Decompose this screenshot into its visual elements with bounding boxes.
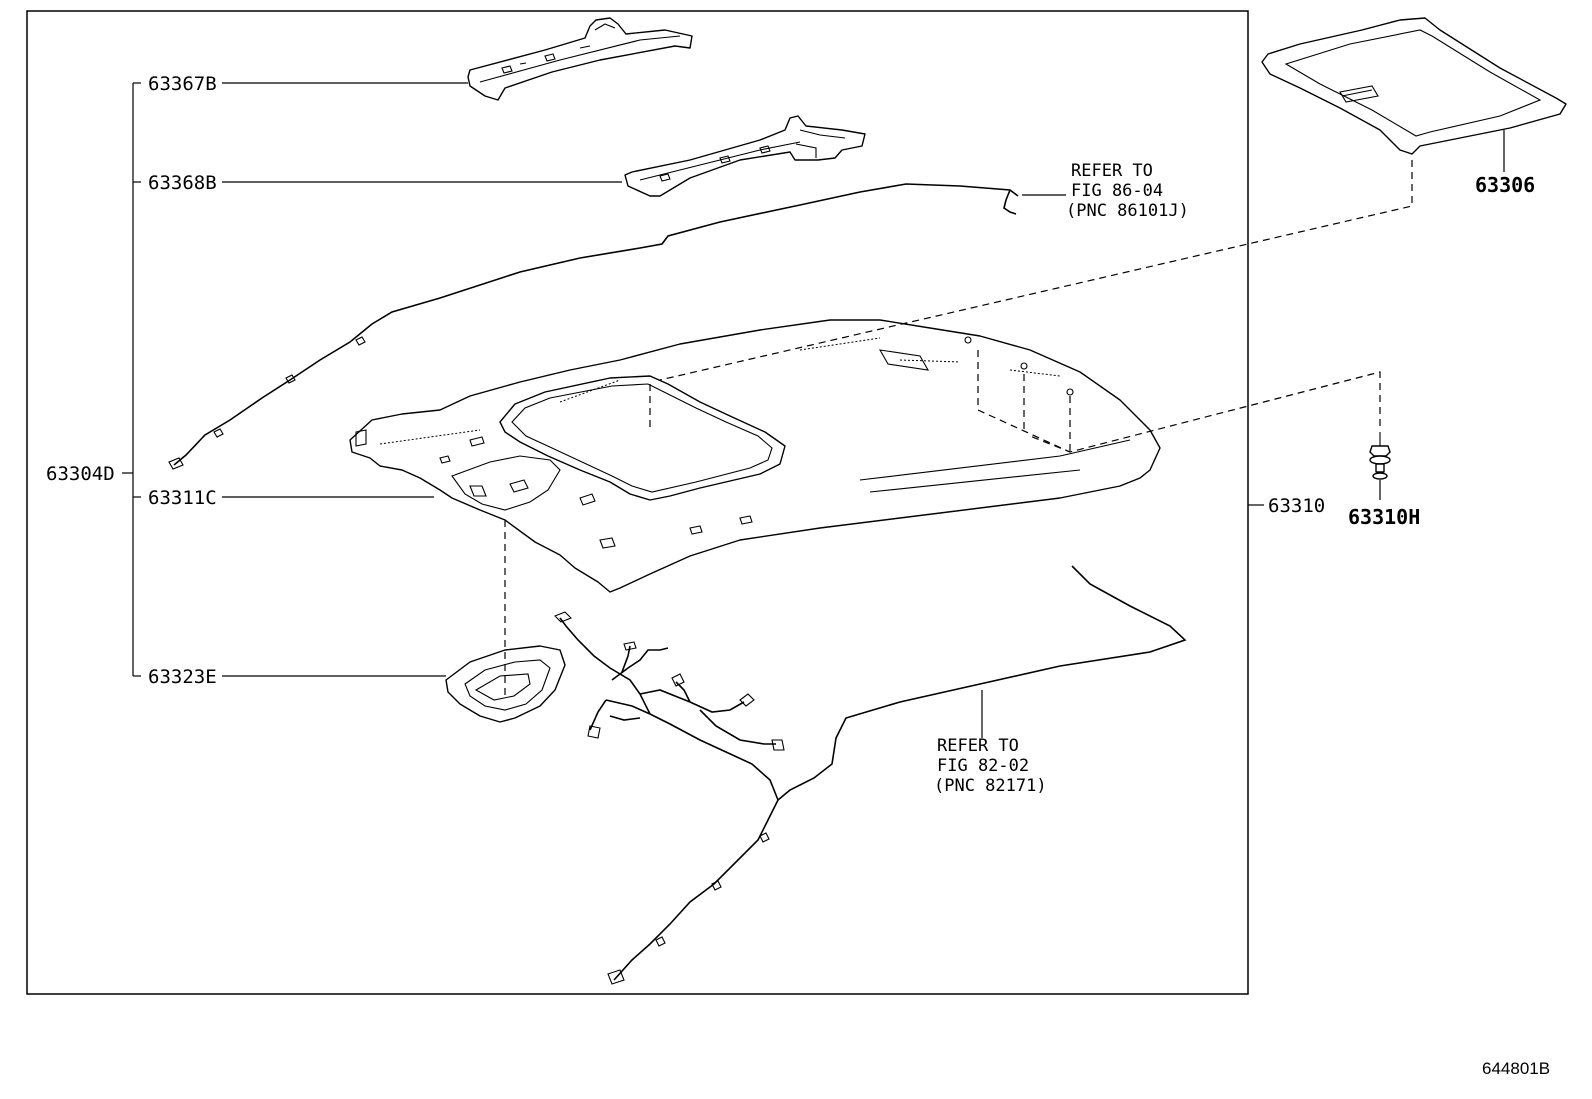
part-63367B-bracket — [467, 17, 693, 101]
group-bracket-63304D — [122, 82, 141, 677]
label-63368B: 63368B — [148, 172, 217, 194]
label-63306: 63306 — [1475, 173, 1535, 197]
reference-upper-line1: REFER TO — [1071, 161, 1153, 181]
install-line-clip — [1029, 371, 1381, 453]
label-63304D: 63304D — [46, 463, 115, 485]
label-63311C: 63311C — [148, 487, 217, 509]
wire-harness-upper — [168, 183, 1019, 470]
reference-upper-line3: (PNC 86101J) — [1066, 201, 1189, 221]
reference-upper-line2: FIG 86-04 — [1071, 181, 1163, 201]
reference-note-lower: REFER TO FIG 82-02 (PNC 82171) — [934, 736, 1047, 796]
reference-lower-line2: FIG 82-02 — [937, 756, 1029, 776]
part-63310H-clip — [1369, 432, 1391, 480]
diagram-frame — [26, 10, 1249, 995]
label-63310H: 63310H — [1348, 505, 1420, 529]
label-63367B: 63367B — [148, 73, 217, 95]
install-line-shade — [659, 160, 1413, 381]
reference-lower-line3: (PNC 82171) — [934, 776, 1047, 796]
figure-id: 644801B — [1482, 1059, 1550, 1078]
part-63368B-bracket — [624, 115, 866, 197]
label-63323E: 63323E — [148, 666, 217, 688]
wire-harness-lower — [554, 565, 1187, 985]
reference-note-upper: REFER TO FIG 86-04 (PNC 86101J) — [1066, 161, 1189, 221]
reference-lower-line1: REFER TO — [937, 736, 1019, 756]
label-63310: 63310 — [1268, 495, 1325, 517]
part-63306-shade — [1261, 17, 1567, 155]
part-63311C-headliner — [349, 319, 1161, 593]
